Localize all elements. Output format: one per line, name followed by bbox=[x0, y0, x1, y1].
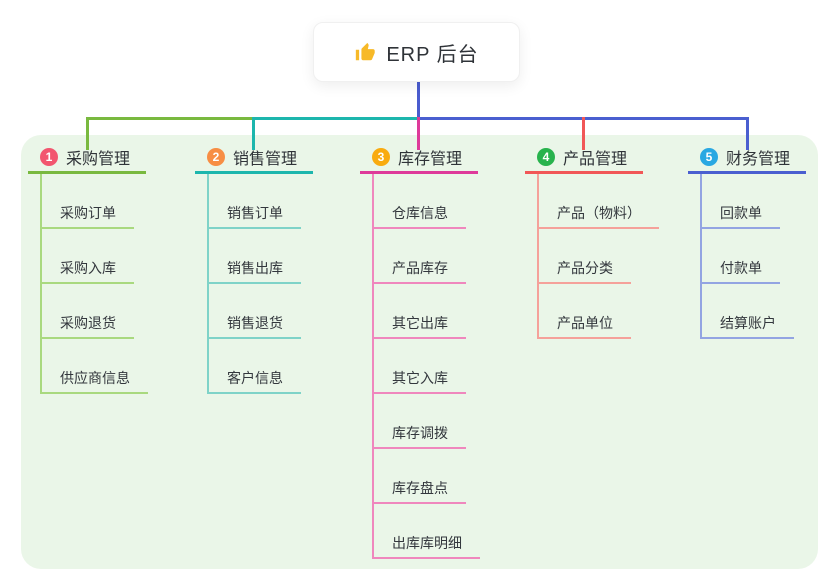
mindmap-node[interactable]: 库存盘点 bbox=[374, 449, 466, 504]
branch-elbow-line bbox=[417, 117, 420, 150]
node-label: 产品（物料） bbox=[557, 205, 641, 221]
root-node[interactable]: ERP 后台 bbox=[313, 22, 520, 82]
node-label: 采购入库 bbox=[60, 260, 116, 276]
branch-title: 财务管理 bbox=[726, 151, 791, 168]
branch-purchase: 1 采购管理 采购订单采购入库采购退货供应商信息 bbox=[28, 146, 148, 394]
mindmap-node[interactable]: 库存调拨 bbox=[374, 394, 466, 449]
mindmap-node[interactable]: 结算账户 bbox=[702, 284, 794, 339]
thumbs-up-icon bbox=[356, 42, 376, 61]
node-label: 回款单 bbox=[720, 205, 762, 221]
node-label: 采购退货 bbox=[60, 315, 116, 331]
branch-item-list: 销售订单销售出库销售退货客户信息 bbox=[207, 174, 301, 394]
node-label: 销售退货 bbox=[227, 315, 283, 331]
node-label: 出库库明细 bbox=[392, 535, 462, 551]
mindmap-node[interactable]: 其它入库 bbox=[374, 339, 466, 394]
mindmap-node[interactable]: 产品库存 bbox=[374, 229, 466, 284]
mindmap-node[interactable]: 付款单 bbox=[702, 229, 780, 284]
connector-bus-green bbox=[86, 117, 254, 120]
branch-title: 库存管理 bbox=[398, 151, 463, 168]
branch-item-list: 采购订单采购入库采购退货供应商信息 bbox=[40, 174, 148, 394]
mindmap-node[interactable]: 产品单位 bbox=[539, 284, 631, 339]
branch-header[interactable]: 2 销售管理 bbox=[195, 146, 313, 174]
node-label: 产品分类 bbox=[557, 260, 613, 276]
branch-title: 采购管理 bbox=[66, 151, 131, 168]
branch-title: 销售管理 bbox=[233, 151, 298, 168]
root-connector-line bbox=[417, 82, 420, 119]
mindmap-node[interactable]: 其它出库 bbox=[374, 284, 466, 339]
branch-number-badge: 5 bbox=[700, 148, 718, 166]
mindmap-node[interactable]: 采购订单 bbox=[42, 174, 134, 229]
branch-item-list: 回款单付款单结算账户 bbox=[700, 174, 794, 339]
node-label: 销售出库 bbox=[227, 260, 283, 276]
node-label: 供应商信息 bbox=[60, 370, 130, 386]
branch-elbow-line bbox=[252, 117, 255, 150]
node-label: 客户信息 bbox=[227, 370, 283, 386]
branch-sales: 2 销售管理 销售订单销售出库销售退货客户信息 bbox=[195, 146, 313, 394]
node-label: 其它入库 bbox=[392, 370, 448, 386]
node-label: 销售订单 bbox=[227, 205, 283, 221]
mindmap-node[interactable]: 销售出库 bbox=[209, 229, 301, 284]
node-label: 结算账户 bbox=[720, 315, 776, 331]
mindmap-node[interactable]: 仓库信息 bbox=[374, 174, 466, 229]
mindmap-node[interactable]: 产品（物料） bbox=[539, 174, 659, 229]
branch-elbow-line bbox=[746, 117, 749, 150]
mindmap-node[interactable]: 采购入库 bbox=[42, 229, 134, 284]
mindmap-node[interactable]: 销售订单 bbox=[209, 174, 301, 229]
root-node-label: ERP 后台 bbox=[386, 43, 479, 66]
mindmap-node[interactable]: 回款单 bbox=[702, 174, 780, 229]
branch-item-list: 产品（物料） 产品分类产品单位 bbox=[537, 174, 659, 339]
branch-product: 4 产品管理 产品（物料） 产品分类产品单位 bbox=[525, 146, 659, 339]
connector-bus-teal bbox=[254, 117, 419, 120]
branch-elbow-line bbox=[582, 117, 585, 150]
branch-item-list: 仓库信息产品库存其它出库其它入库库存调拨库存盘点出库库明细 bbox=[372, 174, 480, 559]
mindmap-node[interactable]: 采购退货 bbox=[42, 284, 134, 339]
branch-number-badge: 4 bbox=[537, 148, 555, 166]
branch-number-badge: 1 bbox=[40, 148, 58, 166]
branch-finance: 5 财务管理 回款单付款单结算账户 bbox=[688, 146, 806, 339]
node-label: 产品库存 bbox=[392, 260, 448, 276]
mindmap-node[interactable]: 客户信息 bbox=[209, 339, 301, 394]
node-label: 产品单位 bbox=[557, 315, 613, 331]
mindmap-node[interactable]: 销售退货 bbox=[209, 284, 301, 339]
mindmap-panel bbox=[21, 135, 818, 569]
node-label: 采购订单 bbox=[60, 205, 116, 221]
branch-inventory: 3 库存管理 仓库信息产品库存其它出库其它入库库存调拨库存盘点出库库明细 bbox=[360, 146, 480, 559]
mindmap-node[interactable]: 供应商信息 bbox=[42, 339, 148, 394]
mindmap-node[interactable]: 产品分类 bbox=[539, 229, 631, 284]
branch-header[interactable]: 1 采购管理 bbox=[28, 146, 146, 174]
branch-title: 产品管理 bbox=[563, 151, 628, 168]
node-label: 仓库信息 bbox=[392, 205, 448, 221]
branch-header[interactable]: 3 库存管理 bbox=[360, 146, 478, 174]
node-label: 其它出库 bbox=[392, 315, 448, 331]
node-label: 库存调拨 bbox=[392, 425, 448, 441]
branch-header[interactable]: 4 产品管理 bbox=[525, 146, 643, 174]
branch-header[interactable]: 5 财务管理 bbox=[688, 146, 806, 174]
mindmap-node[interactable]: 出库库明细 bbox=[374, 504, 480, 559]
branch-number-badge: 2 bbox=[207, 148, 225, 166]
node-label: 库存盘点 bbox=[392, 480, 448, 496]
branch-elbow-line bbox=[86, 117, 89, 150]
node-label: 付款单 bbox=[720, 260, 762, 276]
branch-number-badge: 3 bbox=[372, 148, 390, 166]
